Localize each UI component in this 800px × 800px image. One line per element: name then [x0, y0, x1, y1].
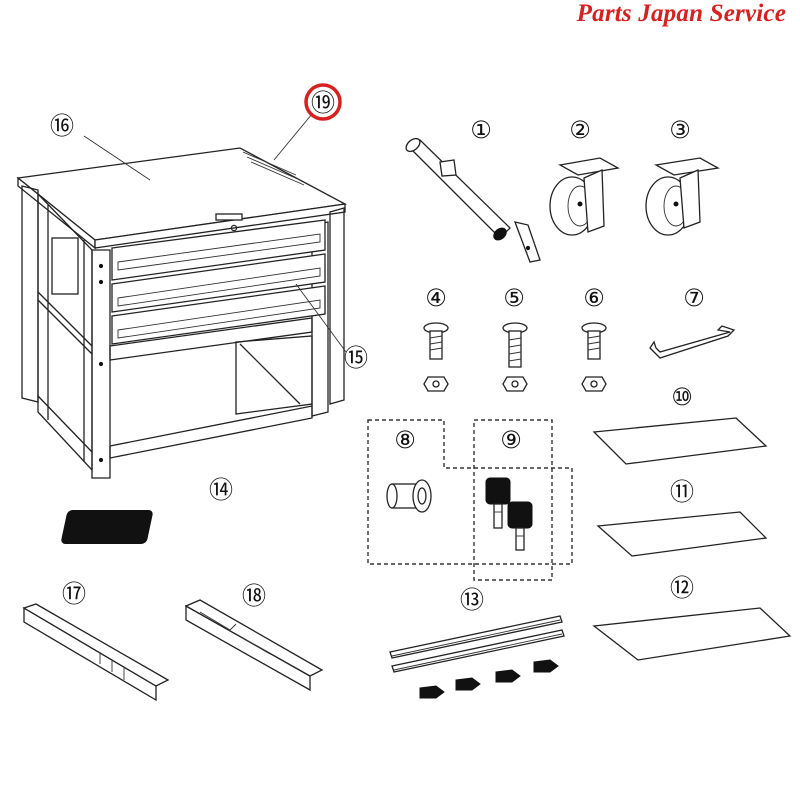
bolt-long: [502, 322, 528, 392]
label-part-16: ⑯: [50, 112, 74, 140]
label-part-13: ⑬: [460, 586, 484, 614]
label-part-19: ⑲: [311, 89, 335, 117]
label-part-6: ⑥: [583, 284, 605, 312]
label-part-3: ③: [669, 116, 691, 144]
slide-rail-right: [184, 599, 324, 692]
group-box-8: [367, 419, 573, 565]
label-part-2: ②: [569, 116, 591, 144]
bolt-short: [423, 322, 449, 392]
label-part-8: ⑧: [394, 426, 416, 454]
bolt-medium: [581, 322, 607, 392]
label-part-12: ⑫: [670, 574, 694, 602]
rod: [649, 325, 736, 359]
caster: [645, 157, 720, 236]
slide-rail-left: [22, 603, 170, 702]
mat-small: [592, 417, 768, 465]
mat-large: [592, 607, 792, 661]
leader-19: [273, 113, 313, 161]
label-part-18: ⑱: [242, 582, 266, 610]
label-part-5: ⑤: [503, 284, 525, 312]
label-part-17: ⑰: [62, 580, 86, 608]
keys: [485, 477, 533, 551]
label-part-14: ⑭: [209, 476, 233, 504]
group-box-9: [473, 419, 553, 581]
label-part-9: ⑨: [500, 426, 522, 454]
label-part-10: ⑩: [671, 383, 693, 411]
label-part-1: ①: [470, 116, 492, 144]
highlight-ring: [304, 83, 342, 121]
label-part-11: ⑪: [670, 478, 694, 506]
caster-with-brake: [549, 157, 620, 236]
ktc-logo-plate: [61, 510, 153, 544]
handle: [405, 137, 541, 263]
tool-cart: [16, 147, 348, 479]
leader-16: [83, 135, 151, 181]
leader-15: [295, 283, 347, 353]
label-part-15: ⑮: [344, 344, 368, 372]
drawer-liners: [389, 615, 565, 699]
label-part-4: ④: [425, 284, 447, 312]
label-part-7: ⑦: [683, 284, 705, 312]
brand-watermark: Parts Japan Service: [576, 0, 786, 27]
ktc-logo: KTC: [197, 512, 257, 542]
bushing: [386, 479, 432, 513]
mat-medium: [596, 511, 768, 557]
